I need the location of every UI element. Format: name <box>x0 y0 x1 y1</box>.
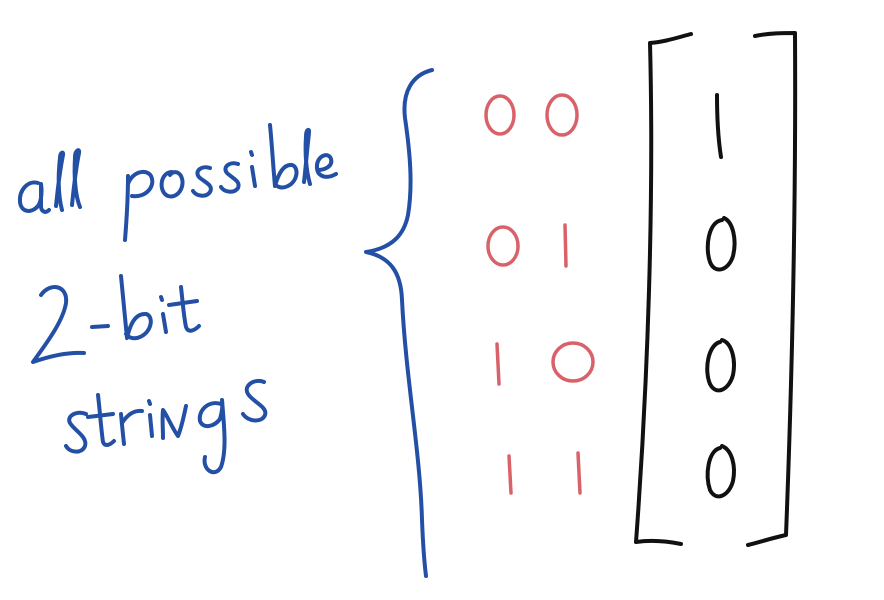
vector-value-0-a <box>705 216 737 272</box>
bit-3-0 <box>507 454 513 495</box>
left-bracket <box>634 32 693 546</box>
right-bracket <box>746 31 798 547</box>
bit-0-1 <box>545 93 579 137</box>
vector-value-1 <box>715 93 723 159</box>
annotation-handwriting-line-3 <box>64 379 268 475</box>
vector-value-0-c <box>705 444 736 499</box>
vector-value-0-b <box>705 338 736 393</box>
bit-2-0 <box>495 342 501 386</box>
bit-1-0 <box>486 225 520 267</box>
bit-2-1 <box>551 341 595 383</box>
curly-brace <box>364 68 434 578</box>
annotation-handwriting-line-2 <box>31 274 201 364</box>
annotation-handwriting-line-1 <box>17 123 338 242</box>
bit-3-1 <box>576 451 582 495</box>
bit-0-0 <box>484 94 516 136</box>
bit-strings-column <box>484 93 595 495</box>
bit-1-1 <box>563 223 568 268</box>
column-vector <box>634 31 798 547</box>
